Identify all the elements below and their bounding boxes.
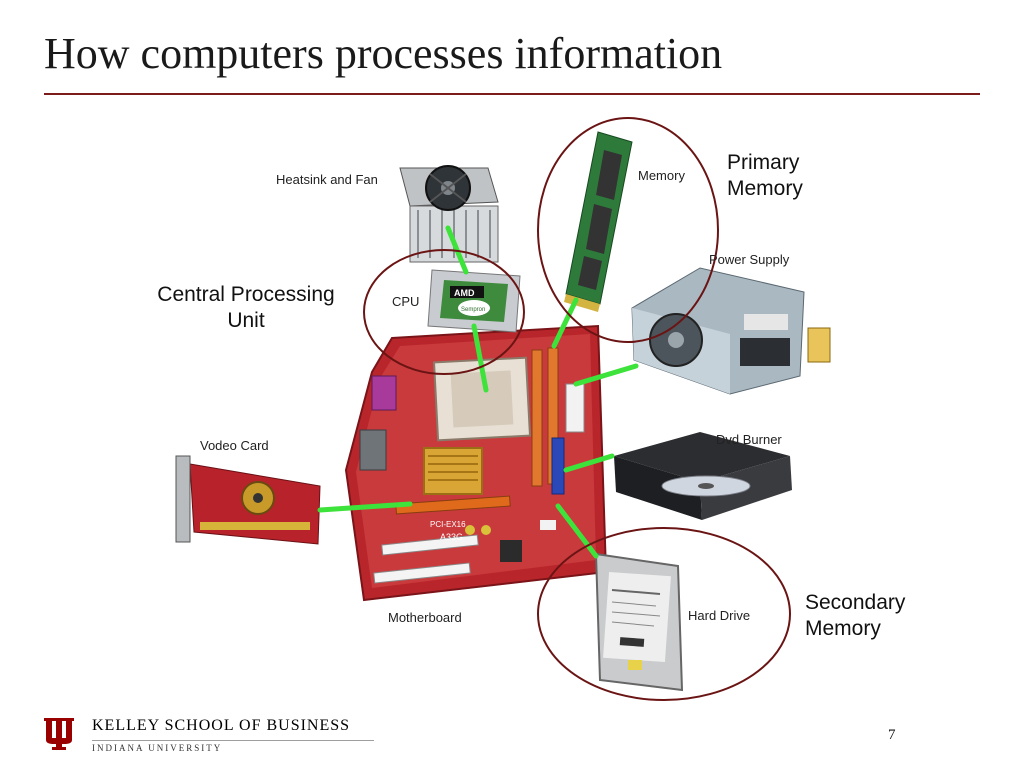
title-rule (44, 93, 980, 95)
memory-label: Memory (638, 168, 685, 183)
power-supply (631, 267, 831, 395)
cpu-model-label: Sempron (461, 307, 485, 313)
hard-drive-highlight-circle (537, 527, 791, 701)
footer-university-name: INDIANA UNIVERSITY (92, 743, 223, 753)
video-card (175, 455, 321, 545)
dvd-burner-label: Dvd Burner (716, 432, 782, 447)
cpu-chip (427, 269, 521, 333)
hard-drive-label: Hard Drive (688, 608, 751, 623)
footer-separator (92, 740, 374, 741)
power-supply-label: Power Supply (709, 252, 790, 267)
cpu-annotation: Central Processing Unit (157, 283, 335, 333)
component-connectors (317, 225, 639, 559)
motherboard-label: Motherboard (388, 610, 462, 625)
dvd-burner (614, 432, 792, 520)
slide-title: How computers processes information (44, 29, 723, 78)
video-card-label: Vodeo Card (200, 438, 269, 453)
iu-trident-logo (44, 718, 74, 750)
primary-memory-annotation: Primary Memory (727, 151, 803, 201)
page-number: 7 (888, 727, 896, 743)
memory-highlight-circle (537, 117, 719, 343)
hard-drive (594, 552, 684, 692)
heatsink-fan-label: Heatsink and Fan (276, 172, 378, 187)
motherboard (344, 324, 608, 602)
pci-slot-label: PCI-EX16 (430, 520, 466, 529)
cpu-brand-label: AMD (454, 288, 475, 298)
memory-stick (564, 131, 633, 312)
highlight-circles (363, 117, 791, 701)
footer-school-name: KELLEY SCHOOL OF BUSINESS (92, 717, 351, 734)
heatsink-fan (399, 165, 499, 263)
secondary-memory-annotation: Secondary Memory (805, 591, 906, 641)
cpu-label: CPU (392, 294, 420, 309)
board-model-label: A33G (440, 532, 463, 542)
cpu-highlight-circle (363, 249, 525, 375)
